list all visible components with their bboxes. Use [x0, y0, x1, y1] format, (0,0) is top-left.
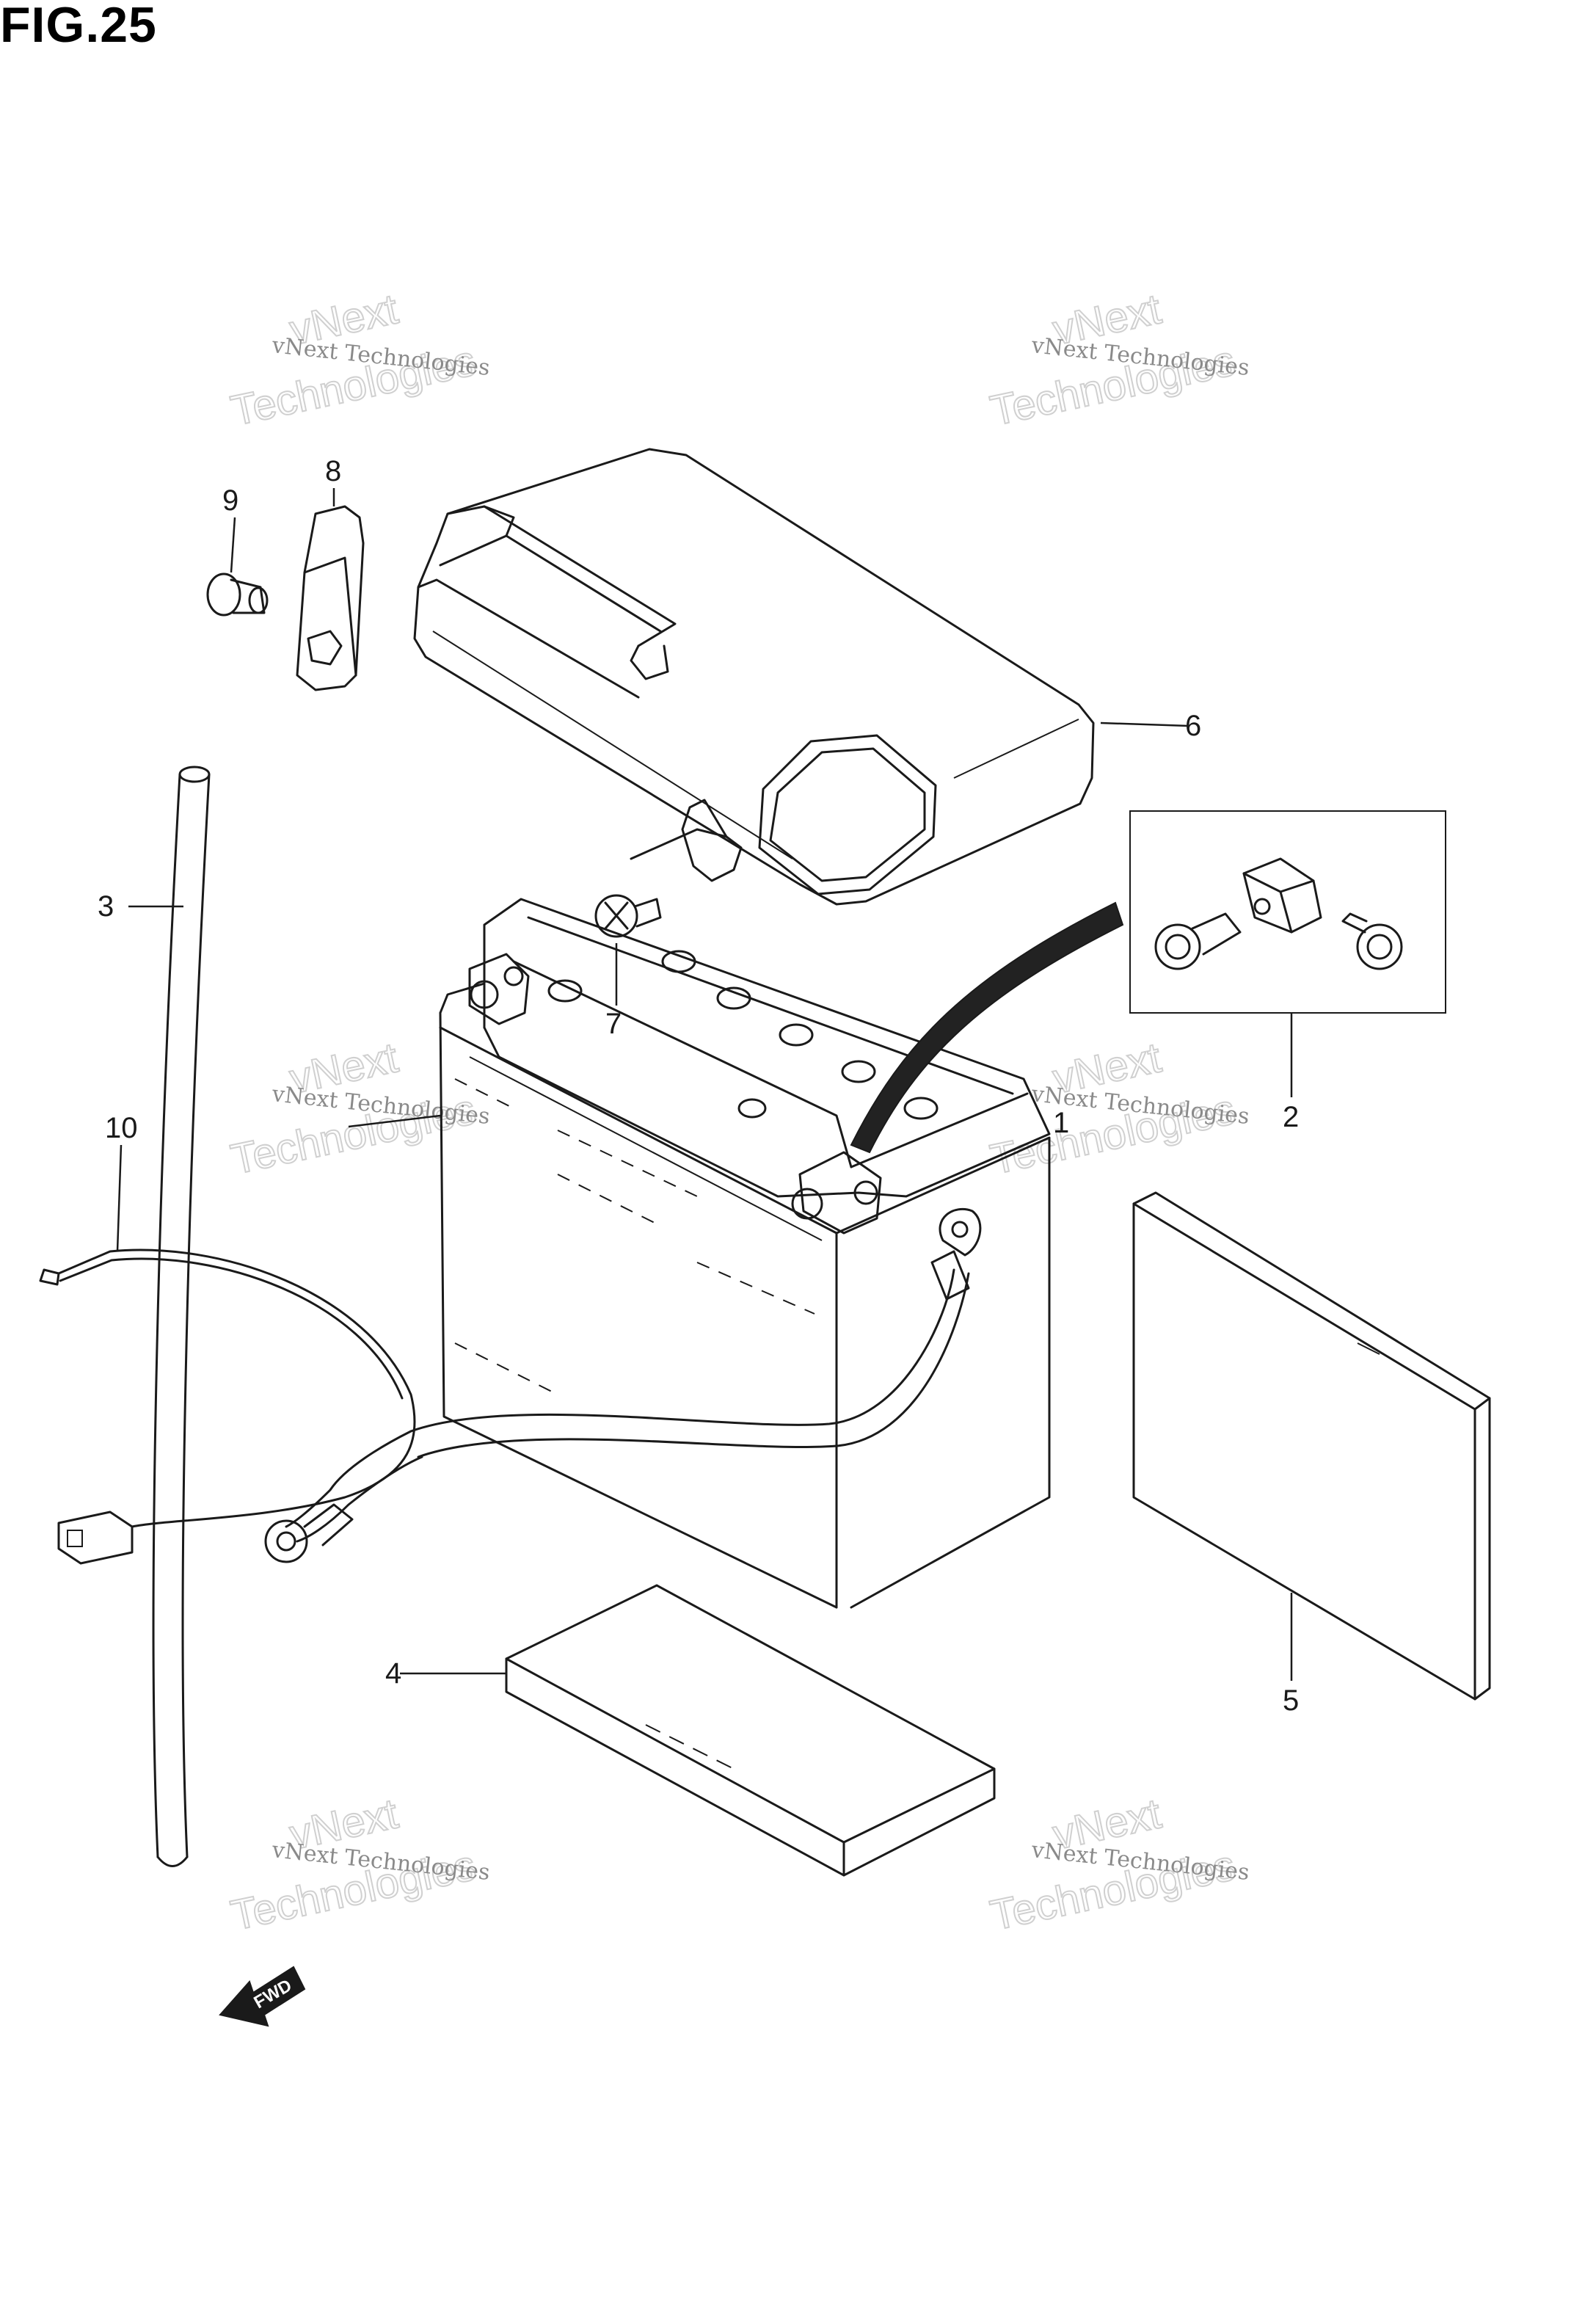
- terminal-hardware-box: [1129, 810, 1446, 1014]
- callout-7: 7: [605, 1008, 622, 1040]
- vent-cap: [841, 1060, 876, 1083]
- watermark-mid-right: Technologies vNext vNext Technologies: [985, 1033, 1250, 1184]
- battery-cover-part: [413, 448, 1095, 906]
- callout-1: 1: [1053, 1107, 1069, 1139]
- vent-hose-part: [152, 766, 211, 1867]
- battery-part: [439, 898, 1124, 1609]
- watermark-bottom-right: Technologies vNext vNext Technologies: [985, 1789, 1250, 1940]
- vent-cap: [716, 986, 751, 1010]
- vent-cap: [779, 1023, 814, 1047]
- cover-clip: [630, 799, 743, 882]
- callout-2: 2: [1283, 1101, 1299, 1133]
- watermark-top-left: Technologies vNext vNext Technologies: [226, 284, 491, 435]
- forward-arrow: FWD: [219, 1966, 306, 2027]
- watermark-top-right: Technologies vNext vNext Technologies: [985, 284, 1250, 435]
- vent-cap: [661, 950, 696, 973]
- callout-3: 3: [98, 890, 114, 923]
- bracket-part: [296, 505, 365, 691]
- battery-pad-part: [505, 1584, 996, 1877]
- callout-10: 10: [105, 1112, 138, 1144]
- callout-6: 6: [1185, 710, 1201, 742]
- positive-terminal: [791, 1151, 882, 1235]
- callout-9: 9: [222, 484, 238, 517]
- figure-title: FIG.25: [0, 0, 157, 53]
- side-pad-part: [1132, 1191, 1491, 1701]
- callout-5: 5: [1283, 1684, 1299, 1717]
- vent-cap: [903, 1097, 939, 1120]
- negative-terminal: [468, 953, 530, 1025]
- callout-4: 4: [385, 1657, 401, 1690]
- watermark-bottom-left: Technologies vNext vNext Technologies: [226, 1789, 491, 1940]
- vent-cap: [547, 979, 583, 1003]
- callout-8: 8: [325, 455, 341, 487]
- watermark-mid-left: Technologies vNext vNext Technologies: [226, 1033, 491, 1184]
- bolt-part: [206, 572, 269, 617]
- wire-harness-part: [39, 1207, 982, 1565]
- vent-cap: [737, 1098, 767, 1119]
- leader-lines: [116, 488, 1293, 1681]
- cover-screw-part: [594, 894, 662, 938]
